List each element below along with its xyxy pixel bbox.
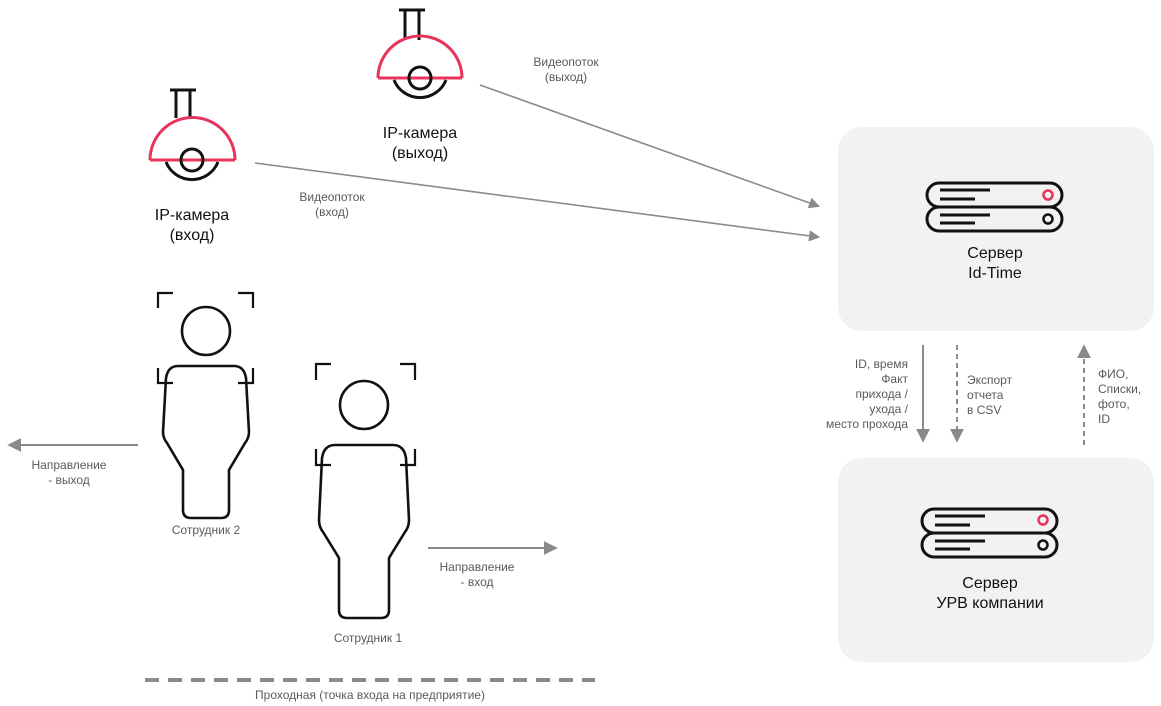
stream-exit-arrow	[479, 84, 821, 209]
server-company-label: Сервер УРВ компании	[936, 575, 1044, 612]
stream-exit-label: Видеопоток (выход)	[533, 55, 599, 84]
employee2-icon	[156, 291, 255, 520]
camera-entrance-icon	[148, 88, 237, 182]
server-idtime-icon	[925, 181, 1064, 233]
flow-data-label: ID, время Факт прихода / ухода / место п…	[826, 357, 908, 431]
camera-exit-label: IP-камера (выход)	[382, 125, 458, 162]
camera-entrance-label: IP-камера (вход)	[154, 207, 230, 244]
server-idtime-box	[838, 127, 1154, 331]
direction-entrance-label: Направление - вход	[439, 560, 515, 589]
employee2-label: Сотрудник 2	[171, 523, 241, 537]
employee1-icon	[314, 362, 417, 620]
employee1-label: Сотрудник 1	[333, 631, 403, 645]
flow-lists-label: ФИО, Списки, фото, ID	[1098, 367, 1142, 426]
server-company-box	[838, 458, 1154, 662]
checkpoint-label: Проходная (точка входа на предприятие)	[255, 688, 485, 702]
stream-entrance-label: Видеопоток (вход)	[299, 190, 365, 219]
direction-exit-label: Направление - выход	[31, 458, 107, 487]
server-idtime-label: Сервер Id-Time	[967, 245, 1023, 282]
server-company-icon	[920, 507, 1059, 559]
flow-export-label: Экспорт отчета в CSV	[967, 373, 1013, 417]
camera-exit-icon	[376, 8, 464, 100]
stream-entrance-arrow	[254, 162, 821, 242]
